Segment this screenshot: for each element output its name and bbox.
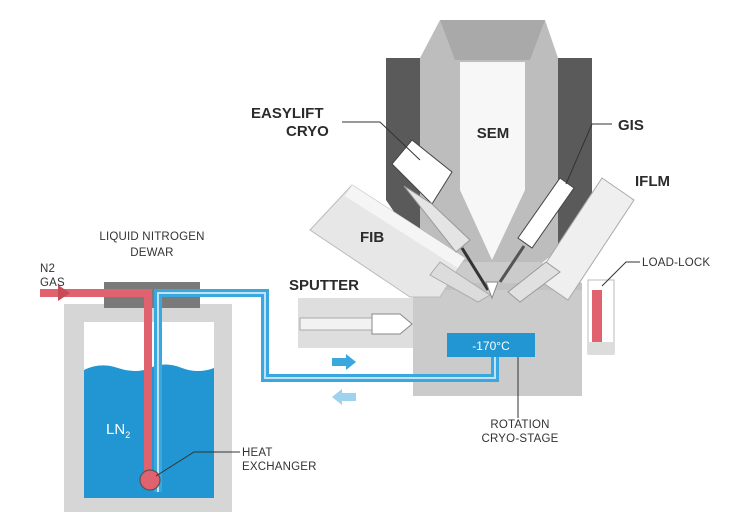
gis-unit [498,177,575,283]
stage-temperature: -170°C [472,339,510,353]
fib-column [309,184,491,303]
leader-easylift [342,121,421,161]
flow-arrow-left [332,389,356,405]
flow-arrow-right [332,354,356,370]
sputter-label: SPUTTER [289,277,359,294]
gis-label: GIS [618,117,644,134]
cryo-stage [447,333,535,357]
fib-label: FIB [360,229,384,246]
iflm-label: IFLM [635,173,670,190]
easylift-label-line2: CRYO [286,123,329,140]
leader-heat-exchanger [155,451,240,477]
heat-exchanger-label-line1: HEAT [242,447,273,459]
sample-point [485,281,499,300]
ln2-label: LN2 [106,421,130,440]
heat-exchanger [139,469,161,491]
stage-label-line2: CRYO-STAGE [482,433,559,445]
cold-nitrogen-line [154,289,499,492]
n2-gas-label-line1: N2 [40,263,55,275]
sem-label: SEM [477,125,510,142]
warm-nitrogen-line [40,285,152,478]
dewar-label-line1: LIQUID NITROGEN [99,231,204,243]
load-lock [587,279,615,355]
load-lock-label: LOAD-LOCK [642,257,710,269]
easylift-cryo-unit [391,139,490,291]
leader-load-lock [601,261,640,287]
easylift-label-line1: EASYLIFT [251,105,324,122]
n2-gas-label-line2: GAS [40,277,65,289]
stage-label-line1: ROTATION [490,419,549,431]
vacuum-chamber [413,262,582,396]
iflm-unit [507,177,635,303]
sputter-unit [298,298,415,348]
leader-gis [565,123,612,185]
heat-exchanger-label-line2: EXCHANGER [242,461,317,473]
dewar-label-line2: DEWAR [130,247,173,259]
